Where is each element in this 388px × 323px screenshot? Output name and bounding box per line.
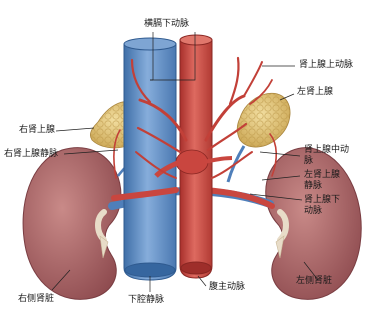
label-inferior-vena-cava: 下腔静脉	[128, 295, 164, 306]
label-superior-suprarenal-artery: 肾上腺上动脉	[299, 60, 353, 71]
label-inferior-suprarenal-artery-2: 动脉	[304, 206, 322, 217]
label-left-adrenal-vein-1: 左肾上腺	[304, 170, 340, 181]
label-right-adrenal-vein: 右肾上腺静脉	[4, 149, 58, 160]
label-right-kidney: 右侧肾脏	[18, 294, 54, 305]
left-adrenal-gland	[237, 93, 290, 147]
inferior-vena-cava	[124, 38, 176, 280]
label-left-adrenal-gland: 左肾上腺	[297, 87, 333, 98]
label-right-adrenal-gland: 右肾上腺	[19, 125, 55, 136]
label-abdominal-aorta: 腹主动脉	[209, 282, 245, 293]
label-inferior-phrenic-artery: 横膈下动脉	[144, 19, 189, 30]
label-left-kidney: 左侧肾脏	[296, 276, 332, 287]
label-middle-suprarenal-artery-2: 脉	[304, 156, 313, 167]
label-left-adrenal-vein-2: 静脉	[304, 181, 322, 192]
label-inferior-suprarenal-artery-1: 肾上腺下	[304, 195, 340, 206]
right-kidney	[23, 148, 121, 300]
label-middle-suprarenal-artery-1: 肾上腺中动	[304, 145, 349, 156]
